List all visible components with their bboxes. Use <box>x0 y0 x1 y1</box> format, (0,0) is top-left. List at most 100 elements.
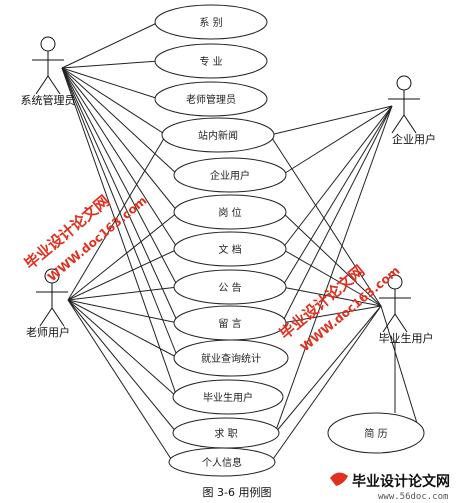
association-line <box>67 299 178 398</box>
use-case-ellipse <box>173 339 289 377</box>
association-line <box>61 67 160 100</box>
association-line <box>67 286 179 301</box>
actor-ent: 企业用户 <box>388 75 436 146</box>
actor-leg-icon <box>403 114 417 134</box>
association-line <box>61 67 179 324</box>
use-case-uc9: 留 言 <box>173 305 287 341</box>
use-case-ellipse <box>154 43 268 79</box>
actor-leg-icon <box>382 313 396 333</box>
association-line <box>61 60 160 69</box>
association-line <box>380 305 421 434</box>
use-case-label: 毕业生用户 <box>203 391 253 404</box>
use-case-label: 站内新闻 <box>198 129 238 142</box>
association-line <box>281 105 393 250</box>
association-line <box>61 67 179 288</box>
actor-leg-icon <box>39 307 53 327</box>
use-case-ellipse <box>327 412 425 454</box>
association-line <box>67 248 179 301</box>
association-line <box>281 211 382 307</box>
actor-label: 系统管理员 <box>21 93 76 107</box>
use-case-uc1: 系 别 <box>154 4 268 40</box>
actor-sys: 系统管理员 <box>21 36 76 107</box>
actor-label: 毕业生用户 <box>379 331 434 345</box>
use-case-uc6: 岗 位 <box>173 194 287 230</box>
actor-leg-icon <box>391 114 405 134</box>
use-case-ellipse <box>173 157 287 193</box>
actor-head-icon <box>396 75 412 91</box>
use-case-label: 简 历 <box>364 427 387 440</box>
actor-leg-icon <box>51 307 65 327</box>
use-case-uc8: 公 告 <box>173 269 287 305</box>
brand-title: 毕业设计论文网 <box>352 473 450 490</box>
association-line <box>269 105 393 136</box>
association-line <box>61 67 178 398</box>
use-case-uc3: 老师管理员 <box>154 81 268 117</box>
actor-leg-icon <box>47 75 61 95</box>
association-line <box>281 105 393 176</box>
use-case-label: 企业用户 <box>210 169 250 182</box>
use-case-ellipse <box>168 447 276 477</box>
brand-logo: 毕业设计论文网 www.56doc.com <box>330 472 450 502</box>
use-case-label: 老师管理员 <box>186 93 236 106</box>
association-line <box>274 105 393 434</box>
association-line <box>281 105 393 288</box>
use-case-ellipse <box>172 379 284 415</box>
association-line <box>61 67 167 136</box>
association-lines <box>61 21 421 463</box>
use-case-uc5: 企业用户 <box>173 157 287 193</box>
association-line <box>269 134 382 307</box>
use-case-label: 留 言 <box>218 317 241 330</box>
use-case-ellipse <box>161 117 275 153</box>
brand-url: www.56doc.com <box>378 492 448 502</box>
use-case-label: 个人信息 <box>202 456 242 469</box>
use-case-label: 求 职 <box>214 428 237 440</box>
association-line <box>281 286 382 307</box>
use-case-label: 就业查询统计 <box>201 352 261 365</box>
association-line <box>61 67 179 176</box>
association-line <box>61 21 160 69</box>
association-line <box>270 305 382 463</box>
association-line <box>67 299 179 324</box>
actor-label: 企业用户 <box>392 132 436 146</box>
use-case-label: 系 别 <box>199 17 222 29</box>
use-case-ellipse <box>173 269 287 305</box>
actor-teacher: 老师用户 <box>26 268 70 339</box>
use-case-uc13: 个人信息 <box>168 447 276 477</box>
actor-head-icon <box>40 36 56 52</box>
use-case-ellipse <box>154 4 268 40</box>
actor-leg-icon <box>394 313 408 333</box>
use-case-uc11: 毕业生用户 <box>172 379 284 415</box>
association-line <box>67 299 179 359</box>
use-case-label: 文 档 <box>218 243 241 256</box>
brand-leaf-icon <box>330 472 348 486</box>
use-case-label: 专 业 <box>199 55 222 68</box>
use-case-uc2: 专 业 <box>154 43 268 79</box>
association-line <box>281 305 382 324</box>
association-line <box>67 211 179 301</box>
association-line <box>61 67 179 250</box>
association-line <box>281 105 393 324</box>
use-case-uc7: 文 档 <box>173 231 287 267</box>
association-line <box>67 134 167 301</box>
actor-grad: 毕业生用户 <box>379 274 434 345</box>
use-case-ellipse <box>173 231 287 267</box>
actor-leg-icon <box>35 75 49 95</box>
actor-label: 老师用户 <box>26 325 70 339</box>
association-line <box>281 248 382 307</box>
figure-caption: 图 3-6 用例图 <box>203 485 272 499</box>
use-case-uc4: 站内新闻 <box>161 117 275 153</box>
association-line <box>67 299 178 434</box>
use-case-label: 岗 位 <box>218 206 241 219</box>
use-case-uc14: 简 历 <box>327 412 425 454</box>
association-line <box>274 305 382 434</box>
association-line <box>67 299 174 463</box>
use-case-uc10: 就业查询统计 <box>173 339 289 377</box>
use-case-uc12: 求 职 <box>172 417 280 449</box>
association-line <box>61 67 179 213</box>
use-case-ellipse <box>173 194 287 230</box>
use-case-label: 公 告 <box>218 281 241 294</box>
